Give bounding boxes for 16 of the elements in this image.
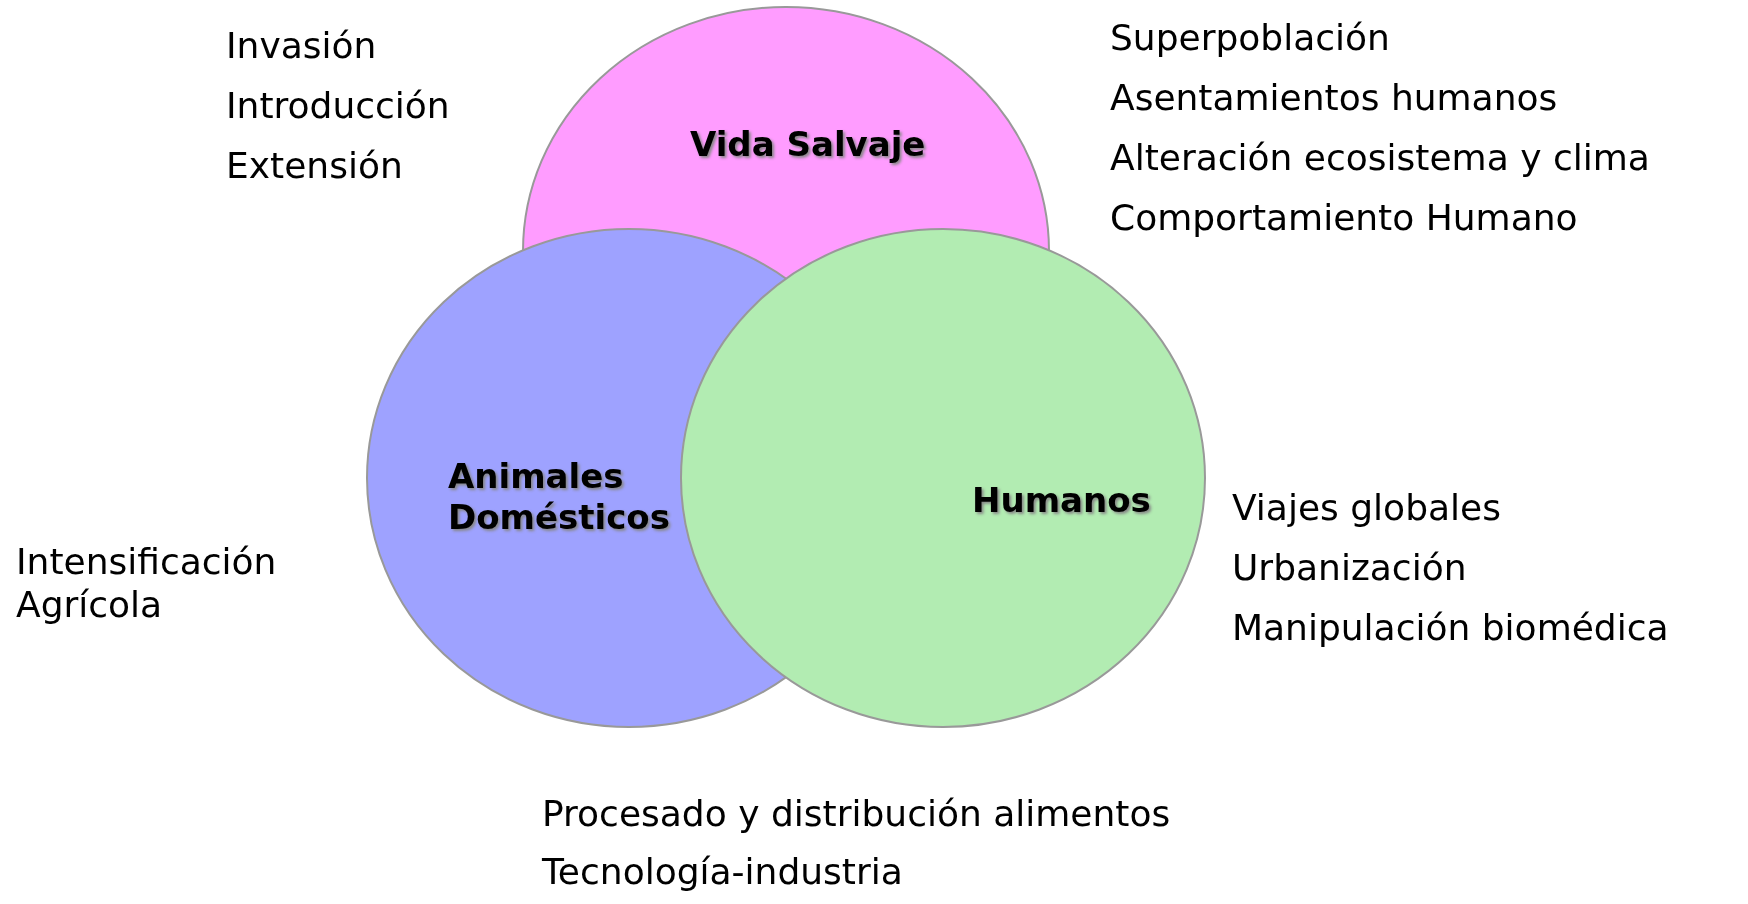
factor-label: Urbanización xyxy=(1232,546,1467,590)
factor-label: Manipulación biomédica xyxy=(1232,606,1669,650)
factor-label: Alteración ecosistema y clima xyxy=(1110,136,1650,180)
factor-label: Invasión xyxy=(226,24,377,68)
factor-label: Introducción xyxy=(226,84,450,128)
factor-label: Viajes globales xyxy=(1232,486,1501,530)
factor-label: Comportamiento Humano xyxy=(1110,196,1578,240)
factor-label: Superpoblación xyxy=(1110,16,1390,60)
circle-label: Humanos xyxy=(972,480,1151,521)
factor-label: Asentamientos humanos xyxy=(1110,76,1558,120)
factor-label: Procesado y distribución alimentos xyxy=(542,792,1171,836)
factor-label: Extensión xyxy=(226,144,403,188)
factor-label: Intensificación Agrícola xyxy=(16,540,278,627)
circle-label: Animales Domésticos xyxy=(448,456,671,538)
factor-label: Tecnología-industria xyxy=(542,850,903,894)
circle-label: Vida Salvaje xyxy=(690,124,926,165)
